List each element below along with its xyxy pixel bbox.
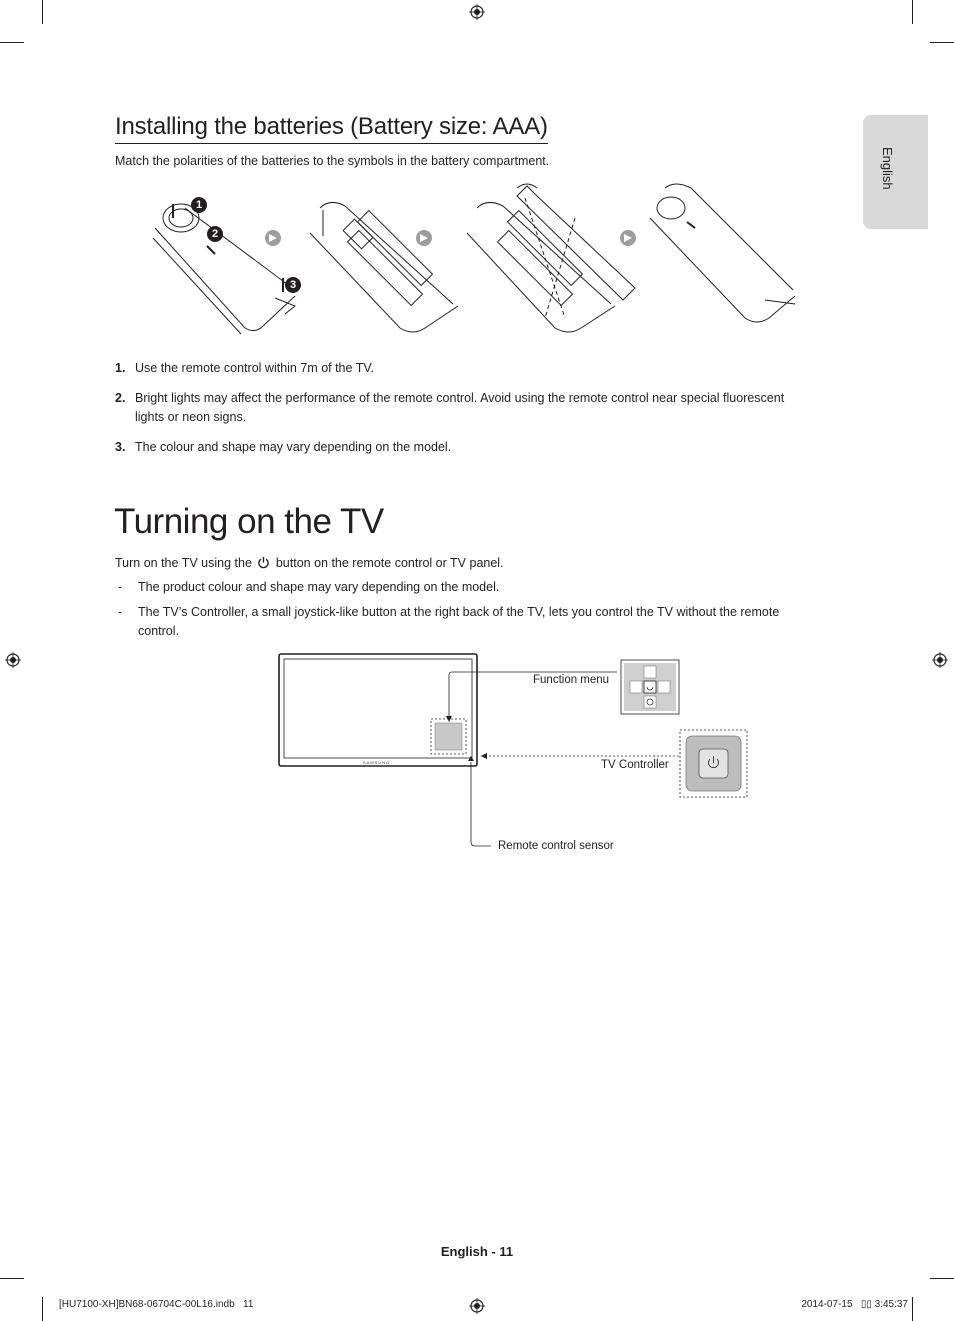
intro-text-after: button on the remote control or TV panel…	[275, 556, 504, 570]
step-badge: 2	[207, 226, 223, 242]
list-item-number: 3.	[115, 439, 126, 454]
crop-mark	[912, 0, 913, 24]
crop-mark	[912, 1297, 913, 1321]
registration-mark-icon	[469, 1298, 485, 1314]
language-tab-label: English	[880, 147, 895, 190]
function-menu-label: Function menu	[533, 674, 610, 686]
list-item-text: The product colour and shape may vary de…	[138, 580, 500, 594]
list-item: 3. The colour and shape may vary dependi…	[115, 438, 815, 458]
language-tab: English	[863, 115, 928, 229]
battery-installation-illustration	[152, 183, 796, 335]
crop-mark	[930, 42, 954, 43]
list-item-text: Bright lights may affect the performance…	[135, 390, 785, 425]
list-item-number: 2.	[115, 390, 126, 405]
section-heading-batteries: Installing the batteries (Battery size: …	[115, 112, 548, 144]
list-item-number: 1.	[115, 361, 126, 375]
tv-controller-label: TV Controller	[601, 759, 669, 771]
crop-mark	[0, 42, 24, 43]
registration-mark-icon	[469, 4, 485, 20]
list-item: 1. Use the remote control within 7m of t…	[115, 359, 815, 379]
list-item-dash: -	[118, 604, 123, 619]
list-item: 2. Bright lights may affect the performa…	[115, 389, 815, 428]
remote-sensor-label: Remote control sensor	[498, 840, 614, 852]
turn-on-intro: Turn on the TV using the button on the r…	[115, 554, 504, 573]
intro-text-before: Turn on the TV using the	[115, 556, 252, 570]
battery-notes-list: 1. Use the remote control within 7m of t…	[115, 359, 815, 467]
list-item-text: The TV’s Controller, a small joystick-li…	[138, 604, 780, 639]
list-item-dash: -	[118, 580, 123, 594]
tv-brand-label: SAMSUNG	[363, 760, 391, 765]
list-item-text: Use the remote control within 7m of the …	[135, 361, 375, 375]
turn-on-notes-list: - The product colour and shape may vary …	[115, 578, 815, 647]
registration-mark-icon	[5, 652, 21, 668]
crop-mark	[0, 1278, 24, 1279]
battery-instruction: Match the polarities of the batteries to…	[115, 154, 550, 168]
power-icon	[258, 556, 270, 569]
page-title: Turning on the TV	[114, 502, 384, 541]
list-item: - The TV’s Controller, a small joystick-…	[115, 603, 815, 642]
crop-mark	[42, 1297, 43, 1321]
crop-mark	[930, 1278, 954, 1279]
crop-mark	[42, 0, 43, 24]
list-item: - The product colour and shape may vary …	[115, 578, 815, 598]
registration-mark-icon	[932, 652, 948, 668]
page-number: English - 11	[440, 1244, 514, 1259]
step-badge: 1	[191, 197, 207, 213]
step-badge: 3	[285, 277, 301, 293]
list-item-text: The colour and shape may vary depending …	[135, 439, 452, 454]
footer-file-name: [HU7100-XH]BN68-06704C-00L16.indb 11	[59, 1299, 254, 1310]
footer-timestamp: 2014-07-15 ▯▯ 3:45:37	[801, 1299, 908, 1310]
tv-controller-diagram	[278, 653, 748, 847]
